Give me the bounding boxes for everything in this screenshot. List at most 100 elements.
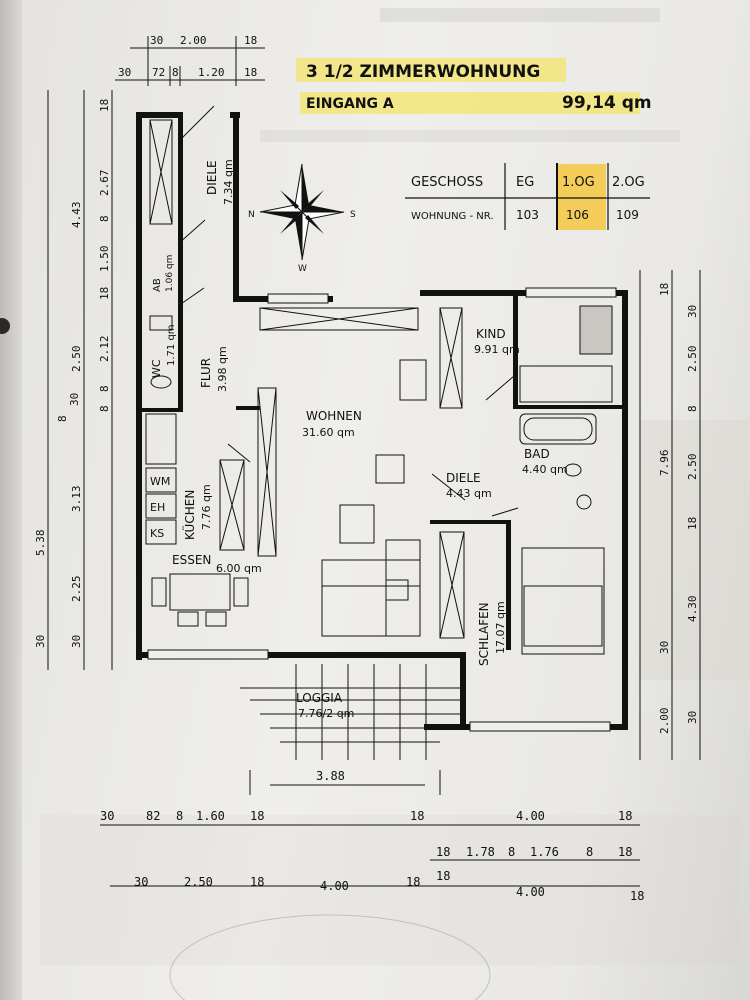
apartment-title: 3 1/2 ZIMMERWOHNUNG: [306, 62, 540, 82]
kitchen-units: [145, 413, 177, 545]
dim-left-m-2: 8: [98, 405, 111, 412]
floor-highlight: [556, 164, 606, 230]
dim-left-i-3: 1.50: [98, 246, 111, 273]
dim-bottom-b-1: 1.78: [466, 845, 495, 859]
apt-103: 103: [516, 208, 539, 222]
appliance-eh: EH: [150, 501, 165, 514]
room-flur-name: FLUR: [199, 358, 213, 388]
dim-bottom-c-2: 18: [250, 875, 264, 889]
stamp-outline: [169, 914, 491, 1000]
dim-right-m-0: 7.96: [658, 450, 671, 477]
dim-bottom-a-4: 18: [250, 809, 264, 823]
dim-bottom-a2-1: 4.00: [516, 809, 545, 823]
dim-right-i-5: 18: [686, 517, 699, 530]
dim-top-r1-1: 2.00: [180, 34, 207, 47]
compass-n-label: N: [248, 210, 255, 220]
dim-left-m-4: 2.25: [70, 576, 83, 603]
room-kueche-name: KÜCHEN: [181, 490, 197, 540]
dim-bottom-c-4: 18: [406, 875, 420, 889]
dim-right-m-2: 2.00: [658, 708, 671, 735]
dim-bottom-a2-2: 18: [618, 809, 632, 823]
room-wohnen-area: 31.60 qm: [302, 426, 355, 439]
room-essen-area: 6.00 qm: [216, 562, 262, 575]
dim-bottom-c-3: 4.00: [320, 879, 349, 893]
dim-bottom-a2-0: 18: [410, 809, 424, 823]
room-schlafen-area: 17.07 qm: [494, 601, 507, 654]
room-loggia-area: 7.76/2 qm: [298, 707, 354, 720]
dim-top-r2-0: 30: [118, 66, 131, 79]
dim-bottom-a-0: 30: [100, 809, 114, 823]
room-bad-area: 4.40 qm: [522, 463, 568, 476]
dim-right-i-3: 8: [686, 405, 699, 412]
room-kind-name: KIND: [476, 327, 506, 341]
entrance-label: EINGANG A: [306, 96, 394, 112]
room-wc-name: WC: [150, 359, 163, 378]
title-highlight: [296, 58, 566, 82]
bath-fixtures: [149, 315, 597, 510]
compass-rose: [259, 163, 345, 261]
room-wc-area: 1.71 qm: [166, 324, 177, 366]
walls: [136, 112, 628, 730]
room-ab-name: AB: [152, 278, 163, 292]
room-essen-name: ESSEN: [172, 553, 211, 567]
dim-bottom-b-3: 1.76: [530, 845, 559, 859]
dim-top-r2-3: 1.20: [198, 66, 225, 79]
dim-bottom-c2-0: 18: [436, 869, 450, 883]
dim-left-i-6: 8: [98, 385, 111, 392]
room-diele-mid-area: 4.43 qm: [446, 487, 492, 500]
dim-bottom-b-5: 18: [618, 845, 632, 859]
binder-margin: [0, 0, 22, 1000]
dim-bottom-c-0: 30: [134, 875, 148, 889]
dim-left-i-7: 30: [68, 393, 81, 406]
dim-bottom-a-1: 82: [146, 809, 160, 823]
dimension-lines: [47, 36, 701, 887]
furniture: [151, 359, 613, 655]
dim-left-m-0: 4.43: [70, 202, 83, 229]
dim-loggia-width: 3.88: [316, 769, 345, 783]
dim-left-i-1: 2.67: [98, 170, 111, 197]
room-diele-mid-name: DIELE: [446, 471, 481, 485]
room-wohnen-name: WOHNEN: [306, 409, 362, 423]
room-flur-area: 3.98 qm: [216, 346, 229, 392]
dim-bottom-b-2: 8: [508, 845, 515, 859]
entrance-highlight: [300, 92, 640, 114]
dim-right-i-2: 2.50: [686, 346, 699, 373]
room-loggia-name: LOGGIA: [296, 691, 343, 705]
dim-top-r1-2: 18: [244, 34, 257, 47]
dim-bottom-b-0: 18: [436, 845, 450, 859]
windows: [147, 287, 617, 732]
dim-top-r2-2: 8: [172, 66, 179, 79]
dim-right-i-0: 18: [658, 283, 671, 296]
background-text: [40, 8, 750, 965]
dim-bottom-c2-1: 4.00: [516, 885, 545, 899]
dim-left-i-0: 18: [98, 99, 111, 112]
dim-bottom-b-4: 8: [586, 845, 593, 859]
dim-bottom-c2-2: 18: [630, 889, 644, 903]
dim-right-i-6: 30: [658, 641, 671, 654]
floor-table: [405, 163, 650, 230]
dim-left-i-4: 18: [98, 287, 111, 300]
punch-hole: [0, 318, 10, 334]
dim-bottom-c-1: 2.50: [184, 875, 213, 889]
room-kueche-area: 7.76 qm: [200, 484, 213, 530]
room-schlafen-name: SCHLAFEN: [477, 602, 491, 666]
dim-right-i-4: 2.50: [686, 454, 699, 481]
dim-left-m-3: 3.13: [70, 486, 83, 513]
appliance-ks: KS: [150, 527, 164, 540]
floor-2og: 2.OG: [612, 175, 645, 190]
floor-eg: EG: [516, 175, 534, 190]
dim-bottom-a-3: 1.60: [196, 809, 225, 823]
built-in-cabinets: [149, 119, 613, 639]
room-diele-top-name: DIELE: [205, 160, 219, 195]
room-diele-top-area: 7.34 qm: [222, 159, 235, 205]
dim-top-r2-1: 72: [152, 66, 165, 79]
dim-left-m-1: 2.50: [70, 346, 83, 373]
dim-top-r2-4: 18: [244, 66, 257, 79]
dim-left-i-5: 2.12: [98, 336, 111, 363]
dim-left-o-0: 5.38: [34, 530, 47, 557]
total-area: 99,14 qm: [562, 93, 652, 113]
room-kind-area: 9.91 qm: [474, 343, 520, 356]
apt-109: 109: [616, 208, 639, 222]
door-swings: [177, 105, 519, 517]
